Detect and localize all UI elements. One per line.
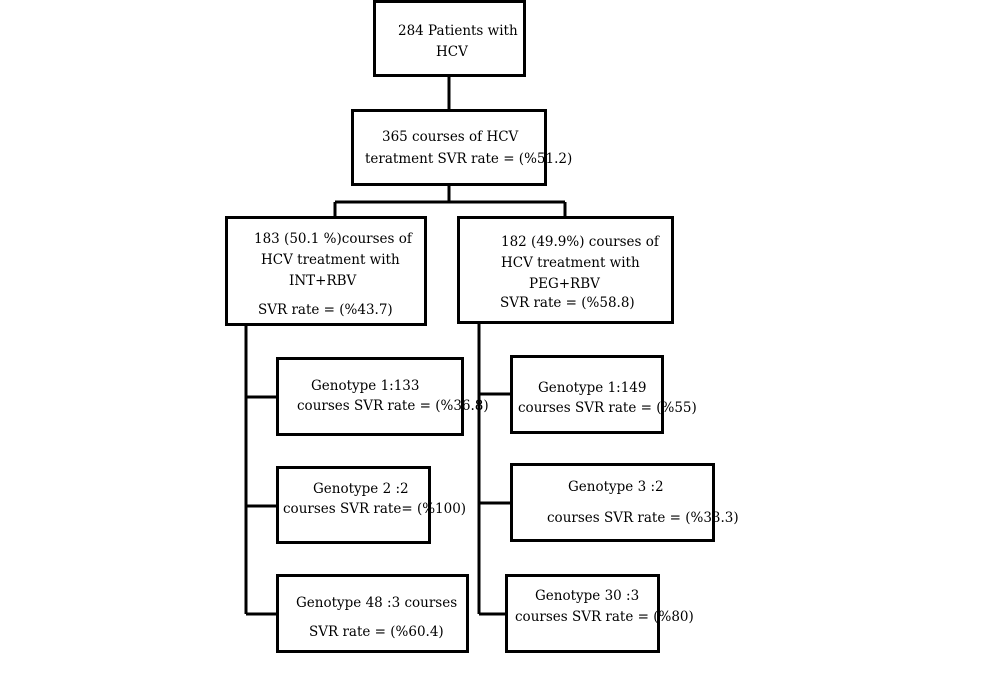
node-peg-genotype-3-line-1: Genotype 30 :3 bbox=[535, 588, 640, 604]
node-int-genotype-1: Genotype 1:133 courses SVR rate = (%36.8… bbox=[276, 357, 489, 436]
node-int-genotype-2: Genotype 2 :2 courses SVR rate= (%100) bbox=[276, 466, 466, 544]
node-int-genotype-3-line-2: SVR rate = (%60.4) bbox=[309, 624, 444, 640]
node-patients: 284 Patients with HCV bbox=[373, 0, 526, 77]
node-int-genotype-1-line-1: Genotype 1:133 bbox=[311, 378, 420, 394]
node-total-courses-line-1: 365 courses of HCV bbox=[382, 129, 519, 145]
node-total-courses: 365 courses of HCV teratment SVR rate = … bbox=[351, 109, 572, 186]
node-peg-genotype-2-line-2: courses SVR rate = (%33.3) bbox=[547, 510, 739, 526]
node-patients-line-1: 284 Patients with bbox=[398, 23, 518, 39]
node-int-rbv-line-3: INT+RBV bbox=[289, 273, 357, 289]
node-int-rbv: 183 (50.1 %)courses of HCV treatment wit… bbox=[225, 216, 427, 326]
node-patients-line-2: HCV bbox=[436, 44, 468, 60]
node-peg-genotype-2-line-1: Genotype 3 :2 bbox=[568, 479, 664, 495]
node-int-rbv-line-2: HCV treatment with bbox=[261, 252, 400, 268]
node-peg-genotype-1-line-1: Genotype 1:149 bbox=[538, 380, 647, 396]
node-int-genotype-2-line-1: Genotype 2 :2 bbox=[313, 481, 409, 497]
node-peg-genotype-1: Genotype 1:149 courses SVR rate = (%55) bbox=[510, 355, 697, 434]
node-peg-rbv: 182 (49.9%) courses of HCV treatment wit… bbox=[457, 216, 674, 324]
node-peg-genotype-2: Genotype 3 :2 courses SVR rate = (%33.3) bbox=[510, 463, 739, 542]
node-int-genotype-2-line-2: courses SVR rate= (%100) bbox=[283, 501, 467, 517]
node-int-rbv-line-4: SVR rate = (%43.7) bbox=[258, 302, 393, 318]
node-total-courses-line-2: teratment SVR rate = (%51.2) bbox=[365, 151, 573, 167]
node-int-genotype-3: Genotype 48 :3 courses SVR rate = (%60.4… bbox=[276, 574, 469, 653]
node-peg-rbv-line-2: HCV treatment with bbox=[501, 255, 640, 271]
node-peg-genotype-3: Genotype 30 :3 courses SVR rate = (%80) bbox=[505, 574, 694, 653]
node-peg-genotype-1-line-2: courses SVR rate = (%55) bbox=[518, 400, 697, 416]
node-peg-rbv-line-1: 182 (49.9%) courses of bbox=[501, 234, 659, 250]
node-int-genotype-1-line-2: courses SVR rate = (%36.8) bbox=[297, 398, 489, 414]
node-int-genotype-3-line-1: Genotype 48 :3 courses bbox=[296, 595, 458, 611]
node-peg-genotype-3-line-2: courses SVR rate = (%80) bbox=[515, 609, 694, 625]
node-peg-rbv-line-4: SVR rate = (%58.8) bbox=[500, 295, 635, 311]
node-int-rbv-line-1: 183 (50.1 %)courses of bbox=[254, 231, 412, 247]
node-peg-rbv-line-3: PEG+RBV bbox=[529, 276, 600, 292]
